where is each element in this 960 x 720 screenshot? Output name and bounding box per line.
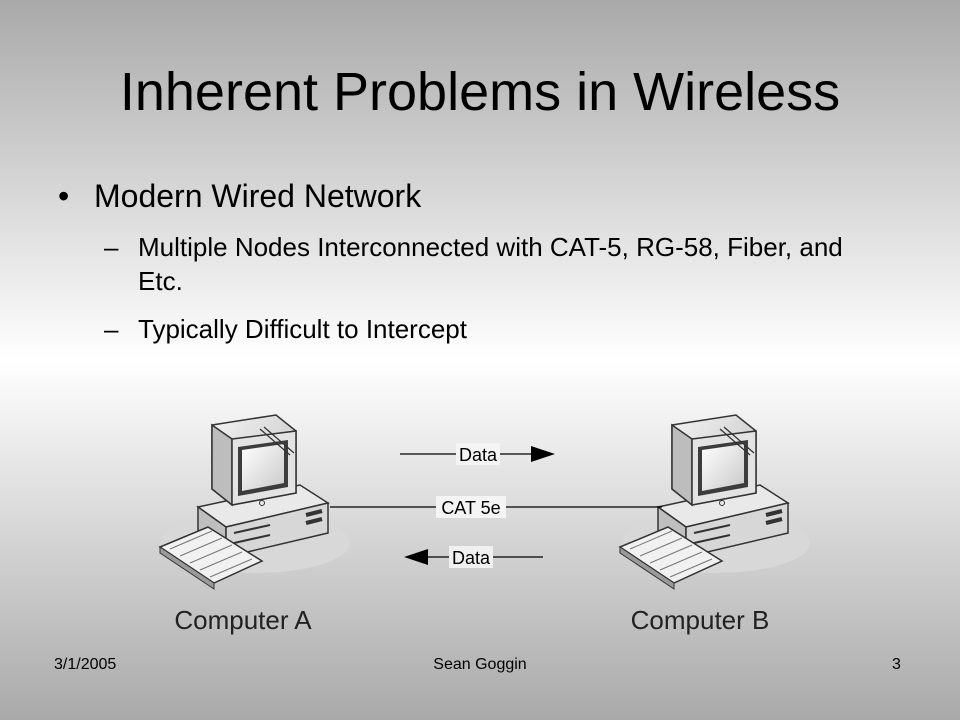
computer-b-label: Computer B	[631, 605, 770, 635]
sub-bullet-text: Multiple Nodes Interconnected with CAT-5…	[138, 232, 843, 296]
computer-a-label: Computer A	[174, 605, 312, 635]
data-arrow-right	[400, 443, 555, 465]
footer-page-number: 3	[892, 656, 901, 673]
slide-title: Inherent Problems in Wireless	[119, 62, 841, 122]
bullet-text: Modern Wired Network	[94, 178, 422, 214]
bullet-item: • Modern Wired Network	[58, 175, 421, 217]
dash-marker: –	[104, 232, 119, 262]
computer-a-icon	[158, 413, 352, 591]
sub-bullet-text: Typically Difficult to Intercept	[138, 314, 467, 344]
data-label-top: Data	[459, 445, 498, 465]
sub-bullet-item: – Multiple Nodes Interconnected with CAT…	[104, 230, 884, 298]
data-arrow-left	[404, 546, 543, 568]
sub-bullet-item: – Typically Difficult to Intercept	[104, 312, 884, 346]
cable-label: CAT 5e	[441, 498, 500, 518]
footer-author: Sean Goggin	[433, 656, 527, 673]
data-label-bottom: Data	[452, 548, 491, 568]
bullet-marker: •	[58, 178, 70, 214]
dash-marker: –	[104, 314, 119, 344]
computer-b-icon	[618, 413, 812, 591]
footer-date: 3/1/2005	[54, 656, 117, 673]
